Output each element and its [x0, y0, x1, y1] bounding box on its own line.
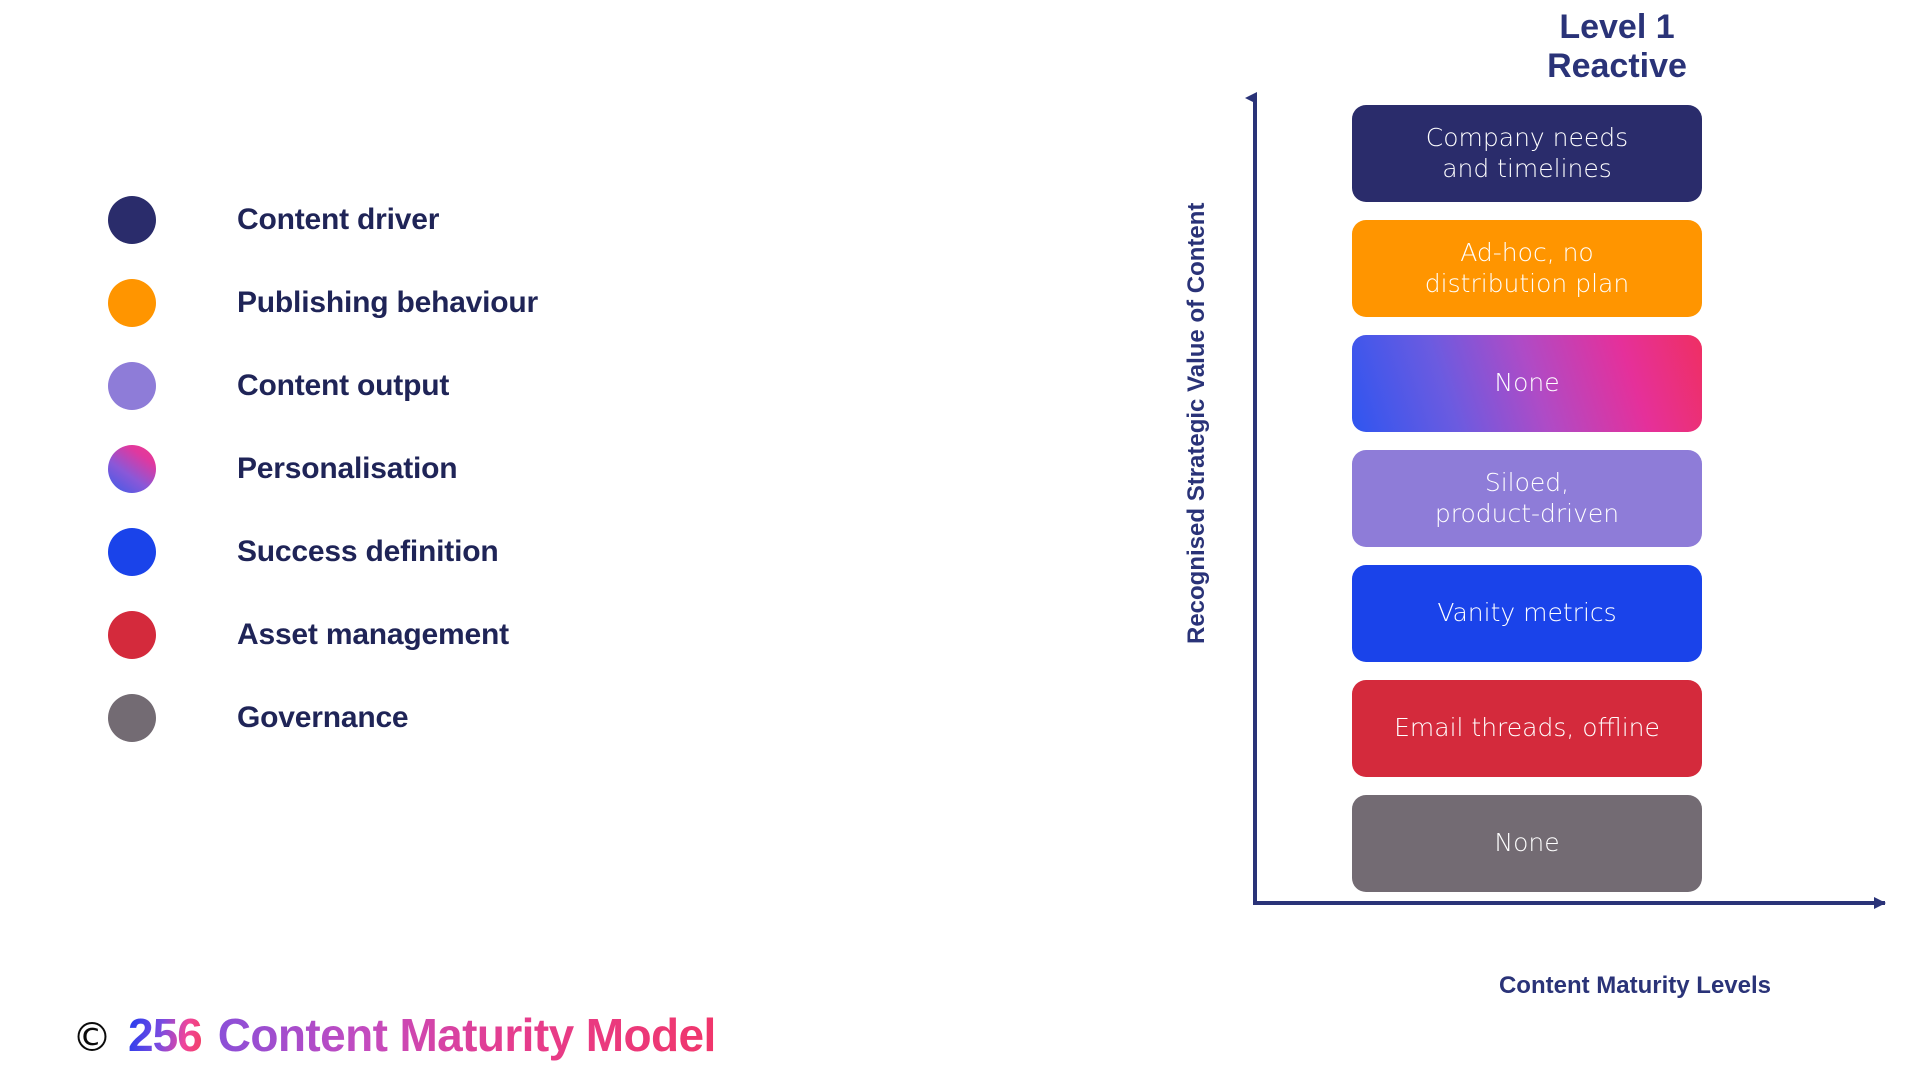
copyright-icon: © — [72, 1015, 112, 1061]
brand-number: 256 — [128, 1009, 203, 1061]
legend-swatch-icon — [108, 610, 156, 659]
legend-item-label: Publishing behaviour — [237, 285, 539, 319]
legend-item[interactable]: Asset management — [108, 593, 748, 676]
brand-title: Content Maturity Model — [217, 1009, 716, 1061]
maturity-box-label: Company needs and timelines — [1425, 123, 1629, 183]
legend-item-label: Governance — [237, 700, 409, 734]
maturity-box[interactable]: None — [1352, 795, 1702, 892]
maturity-box-label: Email threads, offline — [1394, 713, 1660, 743]
legend-item-label: Content output — [237, 368, 450, 402]
legend-item[interactable]: Publishing behaviour — [108, 261, 748, 344]
chart-area: Level 1 Reactive Recognised Strategic Va… — [1150, 0, 1920, 1030]
x-axis-label: Content Maturity Levels — [1498, 972, 1772, 999]
maturity-box-label: Ad-hoc, no distribution plan — [1424, 238, 1630, 298]
legend-item[interactable]: Governance — [108, 676, 748, 759]
maturity-box[interactable]: Company needs and timelines — [1352, 105, 1702, 202]
legend-swatch-icon — [108, 527, 156, 576]
legend-item[interactable]: Content output — [108, 344, 748, 427]
maturity-box[interactable]: Ad-hoc, no distribution plan — [1352, 220, 1702, 317]
maturity-box[interactable]: Vanity metrics — [1352, 565, 1702, 662]
maturity-box-label: Vanity metrics — [1437, 598, 1617, 628]
legend-item[interactable]: Personalisation — [108, 427, 748, 510]
maturity-box[interactable]: None — [1352, 335, 1702, 432]
legend-swatch-icon — [108, 361, 156, 410]
legend-item-label: Content driver — [237, 202, 440, 236]
y-axis-label: Recognised Strategic Value of Content — [1183, 202, 1210, 644]
footer-branding: © 256 Content Maturity Model — [72, 1008, 716, 1062]
chart-title: Level 1 Reactive — [1547, 8, 1687, 86]
legend-item-label: Personalisation — [237, 451, 458, 485]
maturity-box-label: None — [1494, 828, 1560, 858]
maturity-box[interactable]: Siloed, product-driven — [1352, 450, 1702, 547]
legend-swatch-icon — [108, 693, 156, 742]
legend-swatch-icon — [108, 444, 156, 493]
legend-item[interactable]: Success definition — [108, 510, 748, 593]
maturity-box[interactable]: Email threads, offline — [1352, 680, 1702, 777]
maturity-box-label: None — [1494, 368, 1560, 398]
maturity-box-label: Siloed, product-driven — [1434, 468, 1620, 528]
legend-swatch-icon — [108, 278, 156, 327]
legend-item[interactable]: Content driver — [108, 178, 748, 261]
legend-item-label: Success definition — [237, 534, 499, 568]
legend-item-label: Asset management — [237, 617, 509, 651]
legend-swatch-icon — [108, 195, 156, 244]
